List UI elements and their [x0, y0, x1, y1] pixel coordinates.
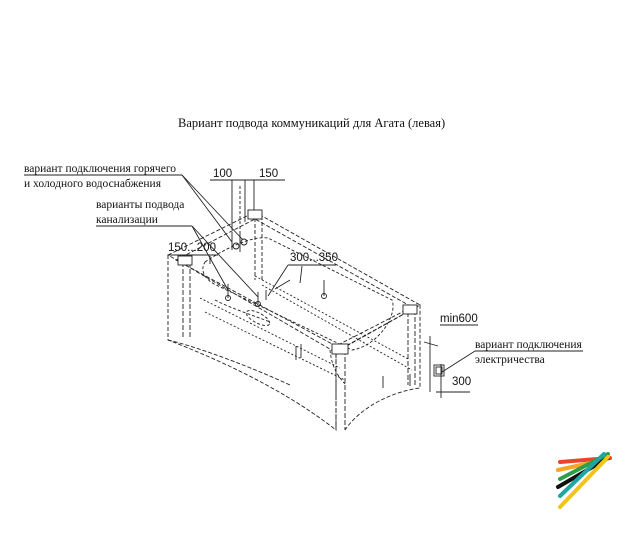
logo-stripe	[558, 452, 606, 498]
bathtub-basin	[202, 237, 394, 385]
bathtub-apron	[167, 212, 421, 431]
label-electric-line1: вариант подключения	[475, 339, 582, 351]
label-drain-line1: варианты подвода	[96, 199, 185, 211]
logo-stripe	[558, 455, 610, 509]
label-water-supply-line1: вариант подключения горячего	[24, 163, 176, 175]
bathtub-frame	[199, 275, 413, 381]
dimension-300: 300	[452, 376, 472, 388]
brand-logo-icon	[556, 452, 612, 509]
dimension-lines-top	[210, 179, 285, 232]
plumbing-fittings	[225, 232, 411, 388]
label-water-supply-line2: и холодного водоснабжения	[24, 178, 161, 190]
dimension-100: 100	[213, 168, 233, 180]
bathtub-rim	[167, 211, 421, 353]
diagram-title: Вариант подвода коммуникаций для Агата (…	[178, 116, 446, 130]
dimension-lines-right	[423, 324, 478, 398]
dimension-150: 150	[259, 168, 279, 180]
electric-box	[433, 364, 445, 377]
label-drain-line2: канализации	[96, 214, 158, 226]
dimension-min600: min600	[440, 313, 478, 325]
bathtub-legs	[177, 209, 418, 430]
label-electric-line2: электричества	[475, 354, 545, 366]
dimension-lines-middle	[267, 264, 336, 297]
leader-lines	[24, 174, 583, 373]
